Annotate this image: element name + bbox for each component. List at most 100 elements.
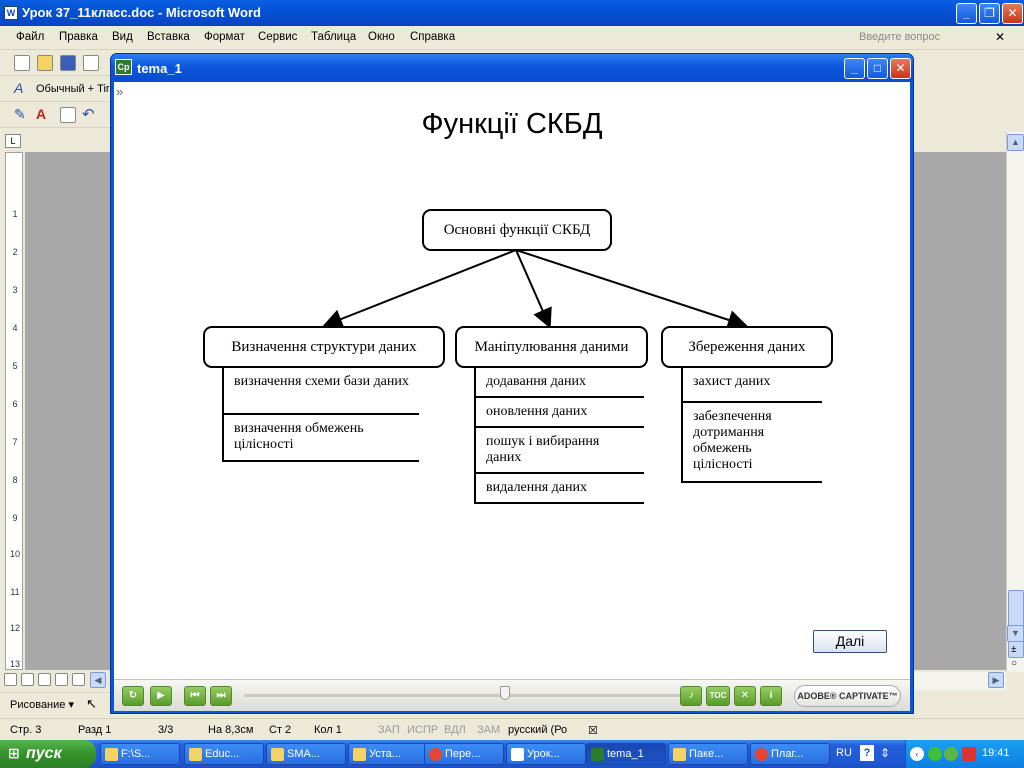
previous-slide-icon[interactable]: ⏮ xyxy=(184,686,206,706)
reading-view-icon[interactable] xyxy=(72,673,85,686)
captivate-title-bar: Cp tema_1 _ □ ✕ xyxy=(111,54,913,82)
language-indicator[interactable]: RU xyxy=(836,747,852,759)
undo-icon[interactable]: ↶ xyxy=(82,106,95,123)
app-icon xyxy=(353,748,366,761)
cp-minimize-button[interactable]: _ xyxy=(844,58,865,79)
web-view-icon[interactable] xyxy=(21,673,34,686)
vertical-scrollbar[interactable]: ▲ ▼ ± ○ xyxy=(1006,132,1024,672)
next-button[interactable]: Далі xyxy=(813,630,887,653)
ruler-number: 5 xyxy=(12,361,18,371)
view-buttons: ◀ xyxy=(0,672,112,690)
rewind-icon[interactable]: ↻ xyxy=(122,686,144,706)
normal-view-icon[interactable] xyxy=(4,673,17,686)
help-icon[interactable]: ? xyxy=(860,745,874,761)
cp-maximize-button[interactable]: □ xyxy=(867,58,888,79)
toc-button[interactable]: TOC xyxy=(706,686,730,706)
document-background-right xyxy=(914,152,1006,670)
list-item: видалення даних xyxy=(476,474,644,504)
help-search-input[interactable]: Введите вопрос xyxy=(859,31,941,43)
scroll-up-icon[interactable]: ▲ xyxy=(1007,134,1024,151)
task-install[interactable]: Уста... xyxy=(348,743,428,765)
menu-help[interactable]: Справка xyxy=(410,31,456,43)
menu-view[interactable]: Вид xyxy=(112,31,133,43)
save-icon[interactable] xyxy=(60,55,76,71)
scroll-left-icon[interactable]: ◀ xyxy=(90,672,106,688)
font-color-icon[interactable]: A xyxy=(36,106,47,122)
scroll-down-icon[interactable]: ▼ xyxy=(1007,625,1024,642)
cp-close-button[interactable]: ✕ xyxy=(890,58,911,79)
close-button[interactable]: ✕ xyxy=(1002,3,1023,24)
print-view-icon[interactable] xyxy=(38,673,51,686)
permission-icon[interactable] xyxy=(83,55,99,71)
task-plag[interactable]: Плаг... xyxy=(750,743,830,765)
task-word[interactable]: Урок... xyxy=(506,743,586,765)
select-browse-icon[interactable]: ○ xyxy=(1011,658,1018,669)
info-icon[interactable]: i xyxy=(760,686,782,706)
status-ovr[interactable]: ЗАМ xyxy=(477,724,501,736)
status-position: На 8,3см xyxy=(208,724,254,736)
spelling-book-icon[interactable]: ☒ xyxy=(588,725,598,737)
menu-window[interactable]: Окно xyxy=(368,31,395,43)
new-doc-icon[interactable] xyxy=(14,55,30,71)
exit-icon[interactable]: ✕ xyxy=(734,686,756,706)
volume-icon[interactable]: ♪ xyxy=(680,686,702,706)
status-bar: Стр. 3 Разд 1 3/3 На 8,3см Ст 2 Кол 1 ЗА… xyxy=(0,718,1024,740)
flag-icon[interactable] xyxy=(962,747,976,761)
open-folder-icon[interactable] xyxy=(37,55,53,71)
next-slide-icon[interactable]: ⏭ xyxy=(210,686,232,706)
task-package[interactable]: Паке... xyxy=(668,743,748,765)
task-sma[interactable]: SMA... xyxy=(266,743,346,765)
status-trk[interactable]: ИСПР xyxy=(407,724,439,736)
minimize-button[interactable]: _ xyxy=(956,3,977,24)
show-hidden-icon[interactable]: ‹ xyxy=(910,747,924,761)
ruler-number: 4 xyxy=(12,323,18,333)
progress-track[interactable] xyxy=(244,694,684,697)
status-column: Кол 1 xyxy=(314,724,342,736)
drawing-menu[interactable]: Рисование ▾ xyxy=(10,699,74,711)
menu-table[interactable]: Таблица xyxy=(311,31,357,43)
app-icon xyxy=(673,748,686,761)
word-app-icon[interactable]: W xyxy=(4,6,18,20)
task-captivate[interactable]: tema_1 xyxy=(586,743,666,765)
pen-icon[interactable]: ✎ xyxy=(14,106,26,122)
style-box[interactable]: Обычный + Tir xyxy=(36,83,110,95)
antivirus-icon[interactable] xyxy=(944,747,958,761)
menu-tools[interactable]: Сервис xyxy=(258,31,298,43)
ruler-number: 1 xyxy=(12,209,18,219)
styles-icon[interactable]: A xyxy=(14,80,24,96)
start-button[interactable]: ⊞ пуск xyxy=(0,740,96,768)
expand-chevron-icon[interactable]: » xyxy=(116,84,124,99)
horizontal-scrollbar[interactable]: ▶ xyxy=(914,672,1006,690)
task-folder[interactable]: F:\S... xyxy=(100,743,180,765)
restore-button[interactable]: ❐ xyxy=(979,3,1000,24)
menu-edit[interactable]: Правка xyxy=(59,31,98,43)
security-icon[interactable] xyxy=(928,747,942,761)
close-doc-icon[interactable]: ✕ xyxy=(995,30,1006,44)
progress-thumb[interactable] xyxy=(500,686,510,700)
arrow-tray-icon[interactable]: ⇕ xyxy=(880,746,891,760)
diagram-arrows xyxy=(322,249,748,330)
menu-file[interactable]: Файл xyxy=(16,31,45,43)
picture-icon[interactable] xyxy=(60,107,76,123)
box-manipulation: Маніпулювання даними xyxy=(455,326,648,368)
tab-selector[interactable]: L xyxy=(5,134,21,148)
task-educ[interactable]: Educ... xyxy=(184,743,264,765)
play-icon[interactable]: ▶ xyxy=(150,686,172,706)
prev-page-icon[interactable]: ± xyxy=(1011,644,1017,655)
select-arrow-icon[interactable]: ↖ xyxy=(86,696,97,711)
status-rec[interactable]: ЗАП xyxy=(378,724,400,736)
document-background xyxy=(25,152,110,670)
list-item: визначення обмежень цілісності xyxy=(224,415,419,462)
scroll-right-icon[interactable]: ▶ xyxy=(988,672,1004,688)
status-ext[interactable]: ВДЛ xyxy=(444,724,466,736)
arrow-to-manipulation xyxy=(515,249,552,329)
word-title-bar: W Урок 37_11класс.doc - Microsoft Word _… xyxy=(0,0,1024,26)
menu-format[interactable]: Формат xyxy=(204,31,245,43)
chrome-icon xyxy=(429,748,442,761)
outline-view-icon[interactable] xyxy=(55,673,68,686)
start-label: пуск xyxy=(26,745,62,762)
task-translate[interactable]: Пере... xyxy=(424,743,504,765)
ruler-number: 3 xyxy=(12,285,18,295)
root-box: Основні функції СКБД xyxy=(422,209,612,251)
menu-insert[interactable]: Вставка xyxy=(147,31,190,43)
